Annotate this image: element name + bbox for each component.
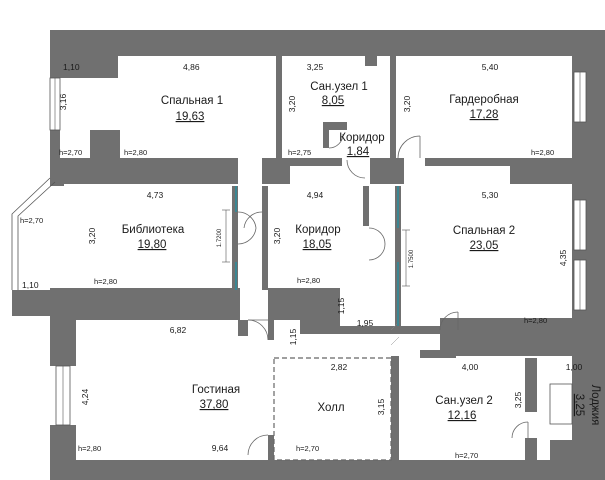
room-name-library: Библиотека <box>122 224 185 236</box>
room-name-wc-2: Сан.узел 2 <box>435 395 493 407</box>
room-name-hall: Холл <box>317 402 344 414</box>
height-label: h=2,75 <box>288 148 311 157</box>
dim-label: 3,25 <box>307 62 324 72</box>
window-mullions <box>54 72 581 425</box>
glass-doors <box>235 186 399 326</box>
height-label: h=2,80 <box>297 276 320 285</box>
room-area-bedroom-1: 19,63 <box>176 111 205 123</box>
dim-label: 1,10 <box>63 62 80 72</box>
room-area-wardrobe: 17,28 <box>470 109 499 121</box>
dim-label: 1,10 <box>22 280 39 290</box>
dim-label: 1,00 <box>566 362 583 372</box>
room-name-loggia: Лоджия <box>589 385 601 426</box>
dim-label: 2,82 <box>331 362 348 372</box>
walls <box>12 30 605 480</box>
dimension-ticks <box>222 209 410 287</box>
dim-label: 4,73 <box>147 190 164 200</box>
dim-label: 1.7200 <box>217 228 223 247</box>
room-name-wc-1: Сан.узел 1 <box>310 81 368 93</box>
dim-label: 4,94 <box>307 190 324 200</box>
height-label: h=2,70 <box>20 216 43 225</box>
height-label: h=2,80 <box>531 148 554 157</box>
dim-label: 6,82 <box>170 325 187 335</box>
dim-label: 1.7500 <box>409 249 415 268</box>
ceiling-heights: h=2,70 h=2,80 h=2,75 h=2,80 h=2,70 h=2,8… <box>20 148 554 460</box>
room-area-corridor: 18,05 <box>303 239 332 251</box>
room-name-corridor-small: Коридор <box>339 132 384 144</box>
dim-label: 1,15 <box>336 297 346 314</box>
dim-label: 3,20 <box>402 95 412 112</box>
room-name-wardrobe: Гардеробная <box>449 94 519 106</box>
dim-label: 3,20 <box>87 227 97 244</box>
room-area-wc-1: 8,05 <box>322 95 344 107</box>
dim-label: 5,30 <box>482 190 499 200</box>
dim-label: 3,20 <box>287 95 297 112</box>
room-name-bedroom-2: Спальная 2 <box>453 225 515 237</box>
dim-label: 3,16 <box>58 93 68 110</box>
dim-label: 3,15 <box>376 398 386 415</box>
height-label: h=2,70 <box>59 148 82 157</box>
room-area-living: 37,80 <box>200 399 229 411</box>
height-label: h=2,70 <box>296 444 319 453</box>
dimensions: 1,10 4,86 3,16 3,25 3,20 5,40 3,20 4,73 … <box>22 62 583 453</box>
dim-label: 5,40 <box>482 62 499 72</box>
doors <box>237 133 529 456</box>
dim-label: 1,95 <box>357 318 374 328</box>
room-area-library: 19,80 <box>138 239 167 251</box>
room-name-bedroom-1: Спальная 1 <box>161 95 223 107</box>
room-name-living: Гостиная <box>192 384 240 396</box>
dim-label: 3,25 <box>513 391 523 408</box>
height-label: h=2,70 <box>455 451 478 460</box>
hall-boundary <box>273 357 392 461</box>
dim-label: 4,35 <box>558 249 568 266</box>
dim-label: 4,86 <box>183 62 200 72</box>
room-area-wc-2: 12,16 <box>448 410 477 422</box>
dim-label: 3,20 <box>272 227 282 244</box>
dim-label: 9,64 <box>212 443 229 453</box>
room-name-corridor: Коридор <box>295 224 340 236</box>
dim-label: 1,15 <box>288 328 298 345</box>
bay-window <box>11 177 56 290</box>
height-label: h=2,80 <box>124 148 147 157</box>
height-label: h=2,80 <box>94 277 117 286</box>
room-labels: Спальная 1 19,63 Сан.узел 1 8,05 Гардеро… <box>122 81 601 425</box>
room-area-bedroom-2: 23,05 <box>470 240 499 252</box>
height-label: h=2,80 <box>524 316 547 325</box>
room-area-corridor-small: 1,84 <box>347 146 370 158</box>
dim-label: 4,00 <box>462 362 479 372</box>
dim-label: 4,24 <box>80 388 90 405</box>
room-area-loggia: 3,25 <box>573 394 585 416</box>
height-label: h=2,80 <box>78 444 101 453</box>
